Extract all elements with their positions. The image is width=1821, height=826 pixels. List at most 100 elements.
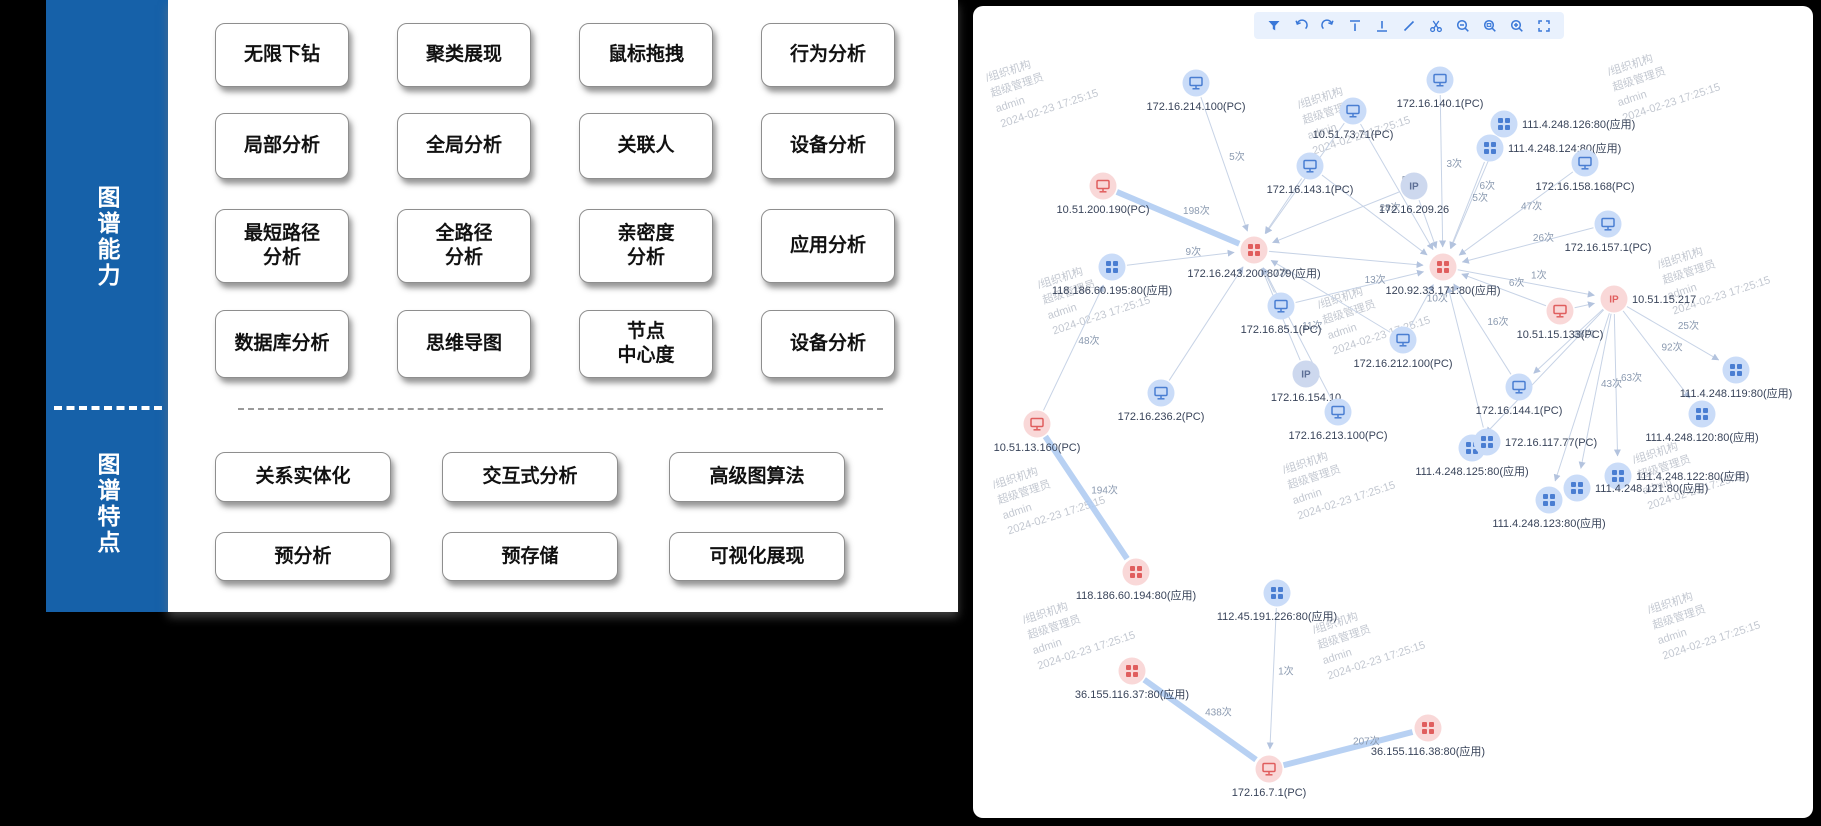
pc-node-circle[interactable] [1147,379,1175,407]
graph-node[interactable]: 111.4.248.122:80(应用) [1604,462,1750,490]
network-graph-canvas[interactable]: 5次3次5次28次198次9次7次13次6次5次47次26次10次11次16次1… [973,6,1813,818]
align-top-icon[interactable] [1347,18,1363,34]
node-label: 172.16.144.1(PC) [1476,405,1563,417]
graph-edge [1168,266,1244,381]
edge-weight-label: 5次 [1472,191,1488,204]
graph-node[interactable]: 111.4.248.123:80(应用) [1492,486,1606,531]
graph-node[interactable]: 118.186.60.195:80(应用) [1052,253,1172,298]
graph-node[interactable]: 172.16.144.1(PC) [1476,373,1563,418]
cut-icon[interactable] [1428,18,1444,34]
graph-node[interactable]: 172.16.7.1(PC) [1232,755,1307,800]
zoom-out-icon[interactable] [1455,18,1471,34]
sidebar-label-features: 图谱特点 [94,452,120,556]
app-node-circle[interactable] [1563,474,1591,502]
graph-node[interactable]: 172.16.212.100(PC) [1353,326,1453,371]
graph-node[interactable]: 36.155.116.38:80(应用) [1371,714,1485,759]
app-node-circle[interactable] [1263,579,1291,607]
redo-icon[interactable] [1320,18,1336,34]
graph-node[interactable]: 111.4.248.124:80(应用) [1476,134,1622,162]
pc-node-circle[interactable] [1505,373,1533,401]
ip-node-circle[interactable] [1292,360,1320,388]
node-label: 172.16.158.168(PC) [1535,181,1634,193]
graph-node[interactable]: 172.16.243.200:8079(应用) [1187,236,1321,281]
line-icon[interactable] [1401,18,1417,34]
pc-node-circle[interactable] [1324,398,1352,426]
app-node-circle[interactable] [1098,253,1126,281]
graph-node[interactable]: 10.51.73.71(PC) [1313,97,1394,142]
app-node-circle[interactable] [1722,356,1750,384]
pc-node-circle[interactable] [1339,97,1367,125]
app-node-circle[interactable] [1476,134,1504,162]
graph-node[interactable]: 172.16.140.1(PC) [1397,66,1484,111]
graph-node[interactable]: 120.92.33.171:80(应用) [1386,253,1501,298]
node-label: 172.16.7.1(PC) [1232,787,1307,799]
graph-edge [1533,308,1604,374]
node-label: 118.186.60.195:80(应用) [1052,283,1172,297]
app-alert-node-circle[interactable] [1118,657,1146,685]
graph-node[interactable]: 111.4.248.121:80(应用) [1563,474,1709,502]
pc-node-circle[interactable] [1267,292,1295,320]
graph-node[interactable]: 111.4.248.126:80(应用) [1490,110,1636,138]
edge-weight-label: 9次 [1186,245,1202,258]
app-alert-node-circle[interactable] [1414,714,1442,742]
capability-row: 无限下钻聚类展现鼠标拖拽行为分析 [215,23,895,87]
graph-node[interactable]: 172.16.143.1(PC) [1267,152,1354,197]
graph-node[interactable]: 10.51.200.190(PC) [1057,172,1150,217]
graph-node[interactable]: 172.16.157.1(PC) [1565,210,1652,255]
app-node-circle[interactable] [1490,110,1518,138]
pc-node-circle[interactable] [1182,69,1210,97]
filter-icon[interactable] [1266,18,1282,34]
graph-node[interactable]: 111.4.248.119:80(应用) [1680,356,1793,401]
fullscreen-icon[interactable] [1536,18,1552,34]
app-alert-node-circle[interactable] [1429,253,1457,281]
pc-node-circle[interactable] [1296,152,1324,180]
ip-alert-node-circle[interactable] [1600,285,1628,313]
app-node-circle[interactable] [1535,486,1563,514]
pc-node-circle[interactable] [1571,149,1599,177]
graph-node[interactable]: 10.51.15.133(PC) [1517,297,1604,342]
ip-node-circle[interactable] [1400,172,1428,200]
graph-node[interactable]: 172.16.214.100(PC) [1146,69,1246,114]
graph-node[interactable]: 172.16.85.1(PC) [1241,292,1322,337]
graph-node[interactable]: 112.45.191.226:80(应用) [1217,579,1337,624]
feature-card: 交互式分析 [442,452,618,502]
pc-alert-node-circle[interactable] [1546,297,1574,325]
capability-card: 思维导图 [397,310,531,378]
app-alert-node-circle[interactable] [1122,558,1150,586]
edge-weight-label: 16次 [1487,315,1508,328]
undo-icon[interactable] [1293,18,1309,34]
pc-node-circle[interactable] [1594,210,1622,238]
zoom-in-icon[interactable] [1509,18,1525,34]
graph-node[interactable]: 172.16.213.100(PC) [1288,398,1388,443]
pc-node-circle[interactable] [1426,66,1454,94]
capability-card: 数据库分析 [215,310,349,378]
app-node-circle[interactable] [1473,428,1501,456]
graph-node[interactable]: 172.16.236.2(PC) [1118,379,1205,424]
zoom-fit-icon[interactable] [1482,18,1498,34]
pc-node-circle[interactable] [1389,326,1417,354]
pc-alert-node-circle[interactable] [1089,172,1117,200]
svg-text:IP: IP [1609,295,1619,306]
graph-node[interactable]: 118.186.60.194:80(应用) [1076,558,1196,603]
edge-weight-label: 25次 [1678,319,1699,332]
capability-card: 无限下钻 [215,23,349,87]
app-node-circle[interactable] [1688,400,1716,428]
graph-node[interactable]: 111.4.248.120:80(应用) [1645,400,1759,445]
app-alert-node-circle[interactable] [1240,236,1268,264]
graph-node[interactable]: 172.16.158.168(PC) [1535,149,1635,194]
graph-edge [1043,284,1104,411]
graph-edge [1574,301,1595,309]
align-bottom-icon[interactable] [1374,18,1390,34]
pc-alert-node-circle[interactable] [1023,410,1051,438]
node-label: 172.16.140.1(PC) [1397,98,1484,110]
app-node-circle[interactable] [1604,462,1632,490]
node-label: 172.16.117.77(PC) [1505,437,1597,449]
graph-node[interactable]: 36.155.116.37:80(应用) [1075,657,1189,702]
pc-alert-node-circle[interactable] [1255,755,1283,783]
graph-node[interactable]: 172.16.117.77(PC) [1473,428,1598,456]
node-label: 111.4.248.125:80(应用) [1415,464,1528,478]
graph-node[interactable]: 10.51.13.160(PC) [994,410,1081,455]
